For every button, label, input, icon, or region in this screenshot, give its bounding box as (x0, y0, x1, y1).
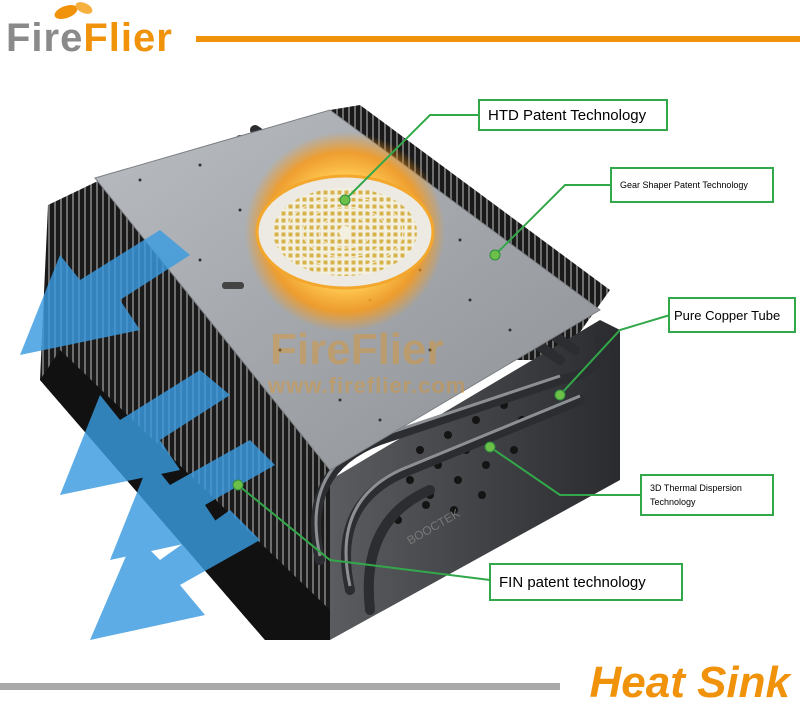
callout-gear-shaper: Gear Shaper Patent Technology (610, 167, 774, 203)
callout-anchor-dots (232, 194, 566, 491)
callout-fin-text: FIN patent technology (499, 573, 646, 591)
callout-htd: HTD Patent Technology (478, 99, 668, 131)
base-side (330, 320, 620, 640)
callout-3d-thermal: 3D Thermal Dispersion Technology (640, 474, 774, 516)
callout-copper-tube-text: Pure Copper Tube (674, 307, 781, 323)
callout-htd-text: HTD Patent Technology (488, 106, 647, 124)
callout-gear-shaper-text: Gear Shaper Patent Technology (620, 180, 748, 190)
cob-center (339, 226, 351, 238)
callout-copper-tube: Pure Copper Tube (668, 297, 796, 333)
watermark-url: www.fireflier.com (268, 373, 467, 398)
callout-3d-thermal-line1: 3D Thermal Dispersion (650, 483, 742, 493)
callout-leaders (237, 114, 671, 581)
watermark-brand: FireFlier (270, 325, 444, 374)
airflow-arrows (20, 230, 275, 640)
callout-fin: FIN patent technology (489, 563, 683, 601)
brand-logo-icon (54, 2, 93, 19)
footer-title: Heat Sink (589, 658, 790, 707)
brand-part1: Fire (6, 16, 84, 60)
header-rule (196, 36, 800, 42)
plate-slot (222, 282, 244, 289)
footer-rule (0, 683, 560, 690)
callout-3d-thermal-line2: Technology (650, 497, 696, 507)
brand-logo: FireFlier (6, 14, 173, 62)
brand-part2: Flier (83, 16, 173, 60)
